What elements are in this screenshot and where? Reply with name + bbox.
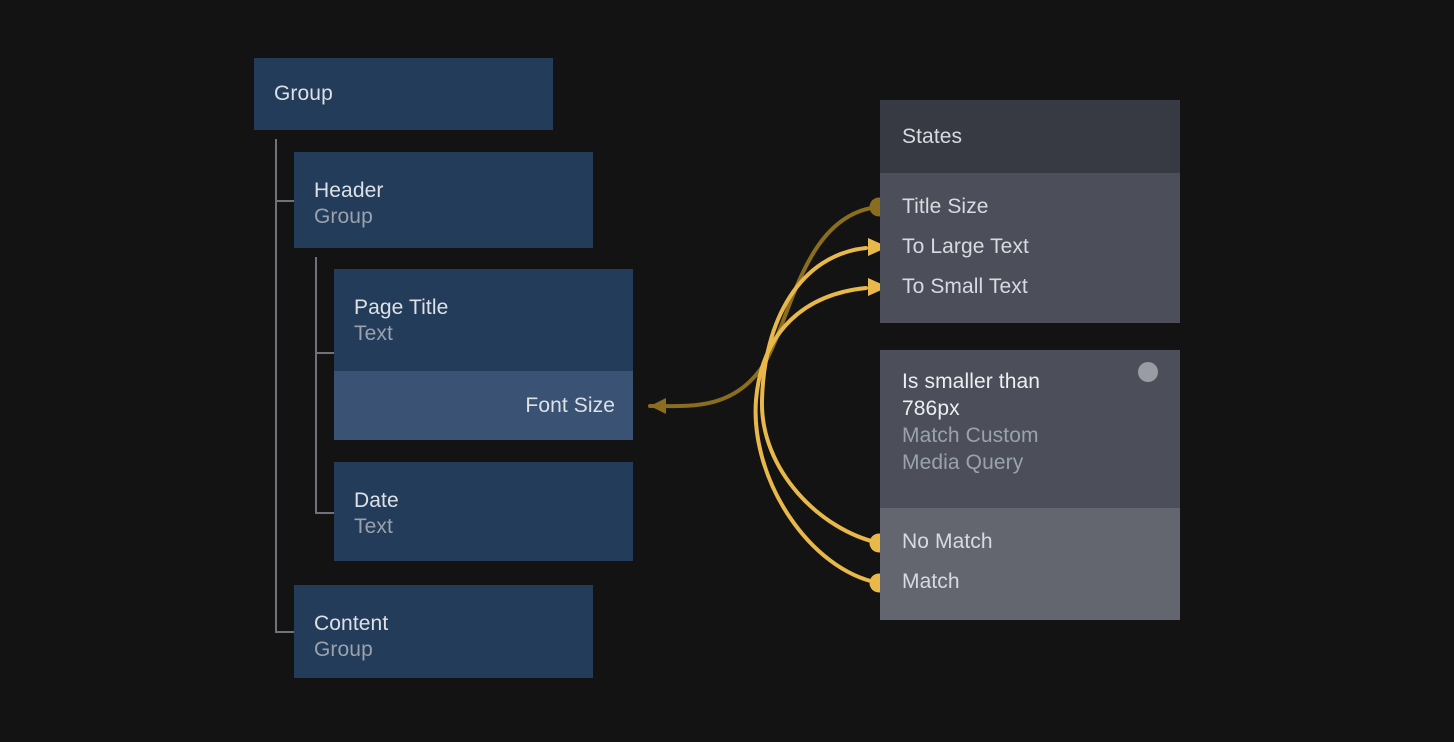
media-query-secondary-text: Match Custom Media Query <box>902 424 1039 474</box>
node-page-title-subtitle: Text <box>354 322 393 345</box>
media-query-primary-text: Is smaller than 786px <box>902 370 1041 420</box>
port-no-match[interactable]: No Match <box>902 530 993 553</box>
arrowhead-font-size <box>650 398 666 414</box>
tree-branch-page-title <box>315 352 334 354</box>
node-content[interactable]: Content Group <box>294 585 593 678</box>
states-panel-header: States <box>880 100 1180 173</box>
wire-title-size-to-font-size <box>648 205 880 409</box>
property-row-font-size-label: Font Size <box>525 393 615 417</box>
port-to-large-text[interactable]: To Large Text <box>902 235 1029 258</box>
tree-branch-date <box>315 512 334 514</box>
wire-no-match-to-to-large-text <box>759 246 881 545</box>
states-panel[interactable]: States Title Size To Large Text To Small… <box>880 100 1180 323</box>
wire-match-to-to-small-text <box>753 286 881 585</box>
port-match[interactable]: Match <box>902 570 960 593</box>
node-group-root[interactable]: Group <box>254 58 553 130</box>
node-group-root-title: Group <box>274 82 333 105</box>
node-date-subtitle: Text <box>354 515 393 538</box>
node-content-title: Content <box>314 612 389 635</box>
states-panel-title: States <box>902 124 963 148</box>
status-dot-icon[interactable] <box>1138 362 1158 382</box>
node-content-subtitle: Group <box>314 638 373 661</box>
node-date[interactable]: Date Text <box>334 462 633 561</box>
media-query-panel-info: Is smaller than 786px Match Custom Media… <box>880 350 1180 508</box>
node-header-subtitle: Group <box>314 205 373 228</box>
tree-trunk-line <box>275 139 277 632</box>
tree-branch-content <box>275 631 294 633</box>
property-row-font-size[interactable]: Font Size <box>334 371 633 440</box>
node-page-title[interactable]: Page Title Text <box>334 269 633 371</box>
node-header[interactable]: Header Group <box>294 152 593 248</box>
node-page-title-title: Page Title <box>354 296 449 319</box>
tree-branch-header <box>275 200 294 202</box>
media-query-panel-ports: No Match Match <box>880 508 1180 620</box>
node-header-title: Header <box>314 179 384 202</box>
port-title-size[interactable]: Title Size <box>902 195 989 218</box>
node-date-title: Date <box>354 489 399 512</box>
states-panel-body: Title Size To Large Text To Small Text <box>880 173 1180 323</box>
port-to-small-text[interactable]: To Small Text <box>902 275 1028 298</box>
media-query-panel[interactable]: Is smaller than 786px Match Custom Media… <box>880 350 1180 620</box>
tree-subtrunk-line <box>315 257 317 513</box>
